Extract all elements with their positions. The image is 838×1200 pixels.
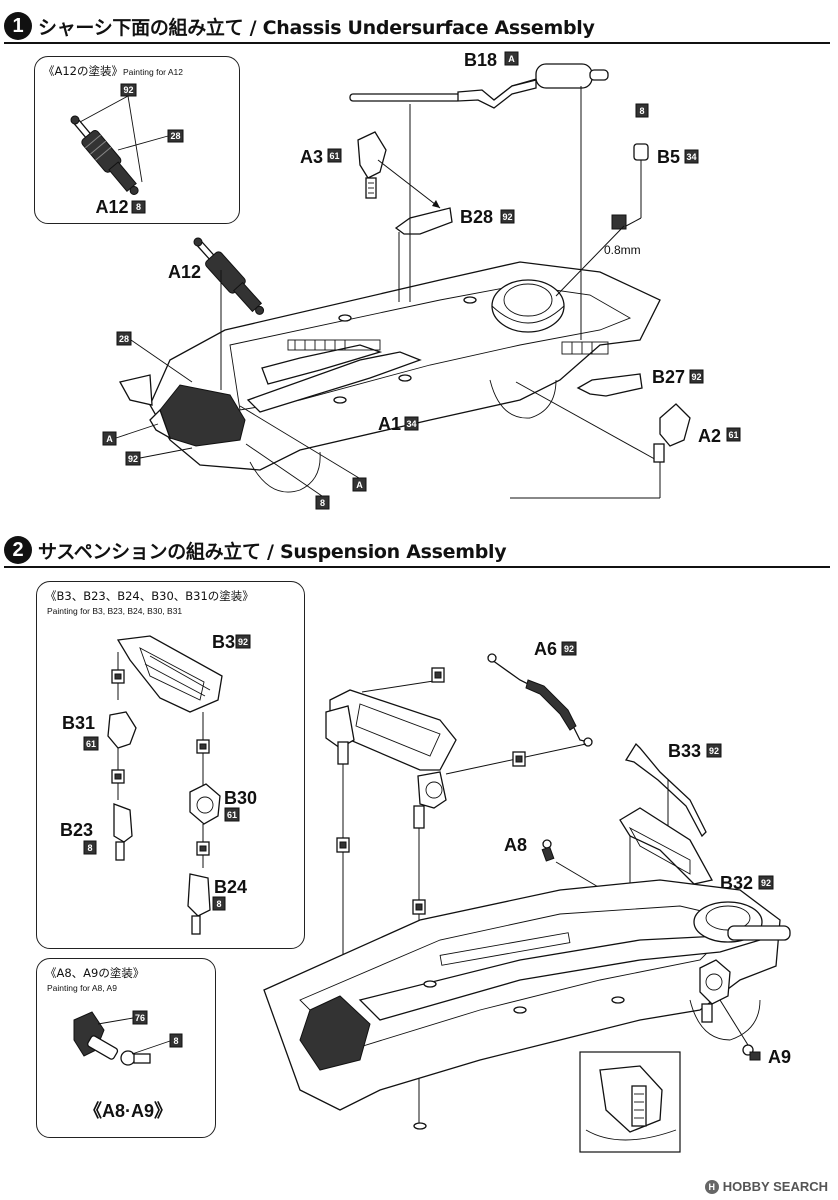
step2-title: サスペンションの組み立て / Suspension Assembly bbox=[38, 540, 507, 563]
inset1-title: 《B3、B23、B24、B30、B31の塗装》 bbox=[45, 589, 254, 603]
svg-text:28: 28 bbox=[119, 334, 129, 344]
label-b23: B23 bbox=[60, 820, 93, 840]
b18-exhaust: B18 A bbox=[349, 50, 609, 109]
svg-text:61: 61 bbox=[227, 810, 237, 820]
a6-stabilizer: A6 92 bbox=[487, 639, 593, 747]
label-b33: B33 bbox=[668, 741, 701, 761]
inset1-b23: B23 8 bbox=[60, 803, 133, 861]
inset2-subtitle: Painting for A8, A9 bbox=[47, 983, 117, 993]
svg-text:8: 8 bbox=[320, 498, 325, 508]
svg-text:92: 92 bbox=[709, 746, 719, 756]
a3-mount: A3 61 bbox=[300, 131, 441, 209]
svg-text:A: A bbox=[356, 480, 363, 490]
label-a3: A3 bbox=[300, 147, 323, 167]
svg-text:A: A bbox=[508, 54, 515, 64]
a2-mount: A2 61 bbox=[653, 403, 741, 463]
measure-text: 0.8mm bbox=[604, 243, 641, 257]
watermark: H HOBBY SEARCH bbox=[704, 1179, 828, 1194]
inset-a12-title: 《A12の塗装》Painting for A12 bbox=[43, 64, 184, 78]
label-b31: B31 bbox=[62, 713, 95, 733]
svg-text:A: A bbox=[106, 434, 113, 444]
label-b27: B27 bbox=[652, 367, 685, 387]
code-92-text: 92 bbox=[123, 85, 133, 95]
label-a9: A9 bbox=[768, 1047, 791, 1067]
step2-header: 2 サスペンションの組み立て / Suspension Assembly bbox=[4, 536, 507, 564]
inset1-b3: B3 92 bbox=[116, 632, 251, 786]
svg-text:8: 8 bbox=[136, 202, 141, 212]
inset2-part-label: 《A8·A9》 bbox=[84, 1101, 172, 1121]
svg-text:92: 92 bbox=[691, 372, 701, 382]
label-a8: A8 bbox=[504, 835, 527, 855]
svg-text:8: 8 bbox=[87, 843, 92, 853]
step1-number: 1 bbox=[4, 12, 32, 40]
b28-bracket: B28 92 bbox=[394, 207, 515, 235]
step1-inset-a12: 《A12の塗装》Painting for A12 bbox=[34, 56, 240, 224]
svg-text:8: 8 bbox=[173, 1036, 178, 1046]
step1-rule bbox=[4, 42, 830, 44]
step2-inset2: 《A8、A9の塗装》 Painting for A8, A9 bbox=[36, 958, 216, 1138]
svg-text:76: 76 bbox=[135, 1013, 145, 1023]
step2-number: 2 bbox=[4, 536, 32, 564]
svg-text:8: 8 bbox=[216, 899, 221, 909]
label-b30: B30 bbox=[224, 788, 257, 808]
step2-rule bbox=[4, 566, 830, 568]
inset1-b31: B31 61 bbox=[62, 669, 137, 800]
label-b3: B3 bbox=[212, 632, 235, 652]
svg-text:92: 92 bbox=[128, 454, 138, 464]
detail-inset bbox=[579, 1051, 681, 1153]
b27-bracket: B27 92 bbox=[576, 367, 704, 397]
step1-header: 1 シャーシ下面の組み立て / Chassis Undersurface Ass… bbox=[4, 12, 595, 40]
inset1-b24: B24 8 bbox=[187, 873, 247, 935]
inset2-title: 《A8、A9の塗装》 bbox=[45, 966, 145, 980]
svg-text:61: 61 bbox=[86, 739, 96, 749]
front-subframe bbox=[325, 667, 587, 1126]
b5-bushing: 8 B5 34 0.8mm bbox=[604, 103, 699, 257]
label-a2: A2 bbox=[698, 426, 721, 446]
hobby-search-logo-icon: H bbox=[704, 1179, 719, 1194]
code-box-92 bbox=[120, 83, 137, 97]
svg-text:61: 61 bbox=[329, 151, 339, 161]
svg-text:34: 34 bbox=[406, 419, 416, 429]
inset2-a8-a9: 76 8 《A8·A9》 bbox=[73, 1010, 183, 1121]
code-28-text: 28 bbox=[170, 131, 180, 141]
chassis-step2 bbox=[263, 879, 791, 1130]
svg-text:92: 92 bbox=[564, 644, 574, 654]
step2-inset1: 《B3、B23、B24、B30、B31の塗装》 Painting for B3,… bbox=[36, 581, 305, 949]
svg-text:92: 92 bbox=[502, 212, 512, 222]
svg-text:61: 61 bbox=[728, 430, 738, 440]
label-a12: A12 bbox=[168, 262, 201, 282]
step1-code-boxes: 28 A 92 8 A bbox=[102, 331, 367, 510]
a12-shock-main: A12 bbox=[168, 237, 265, 315]
inset1-subtitle: Painting for B3, B23, B24, B30, B31 bbox=[47, 606, 183, 616]
label-b24: B24 bbox=[214, 877, 247, 897]
watermark-text: HOBBY SEARCH bbox=[722, 1179, 828, 1194]
label-b18: B18 bbox=[464, 50, 497, 70]
label-a6: A6 bbox=[534, 639, 557, 659]
a9-part: A9 bbox=[719, 999, 791, 1067]
inset-a12-drawing: 92 28 A12 8 bbox=[70, 83, 184, 217]
label-b28: B28 bbox=[460, 207, 493, 227]
inset-a12-shock bbox=[70, 115, 139, 195]
inset-a12-label: A12 bbox=[95, 197, 128, 217]
svg-text:34: 34 bbox=[686, 152, 696, 162]
svg-text:92: 92 bbox=[761, 878, 771, 888]
step1-title: シャーシ下面の組み立て / Chassis Undersurface Assem… bbox=[38, 16, 595, 39]
svg-text:8: 8 bbox=[639, 106, 644, 116]
svg-text:92: 92 bbox=[238, 637, 248, 647]
label-a1: A1 bbox=[378, 414, 401, 434]
a8-part: A8 bbox=[504, 835, 601, 889]
chassis-a1: A1 34 bbox=[119, 261, 661, 493]
inset1-b30: B30 61 bbox=[189, 739, 257, 868]
label-b5: B5 bbox=[657, 147, 680, 167]
